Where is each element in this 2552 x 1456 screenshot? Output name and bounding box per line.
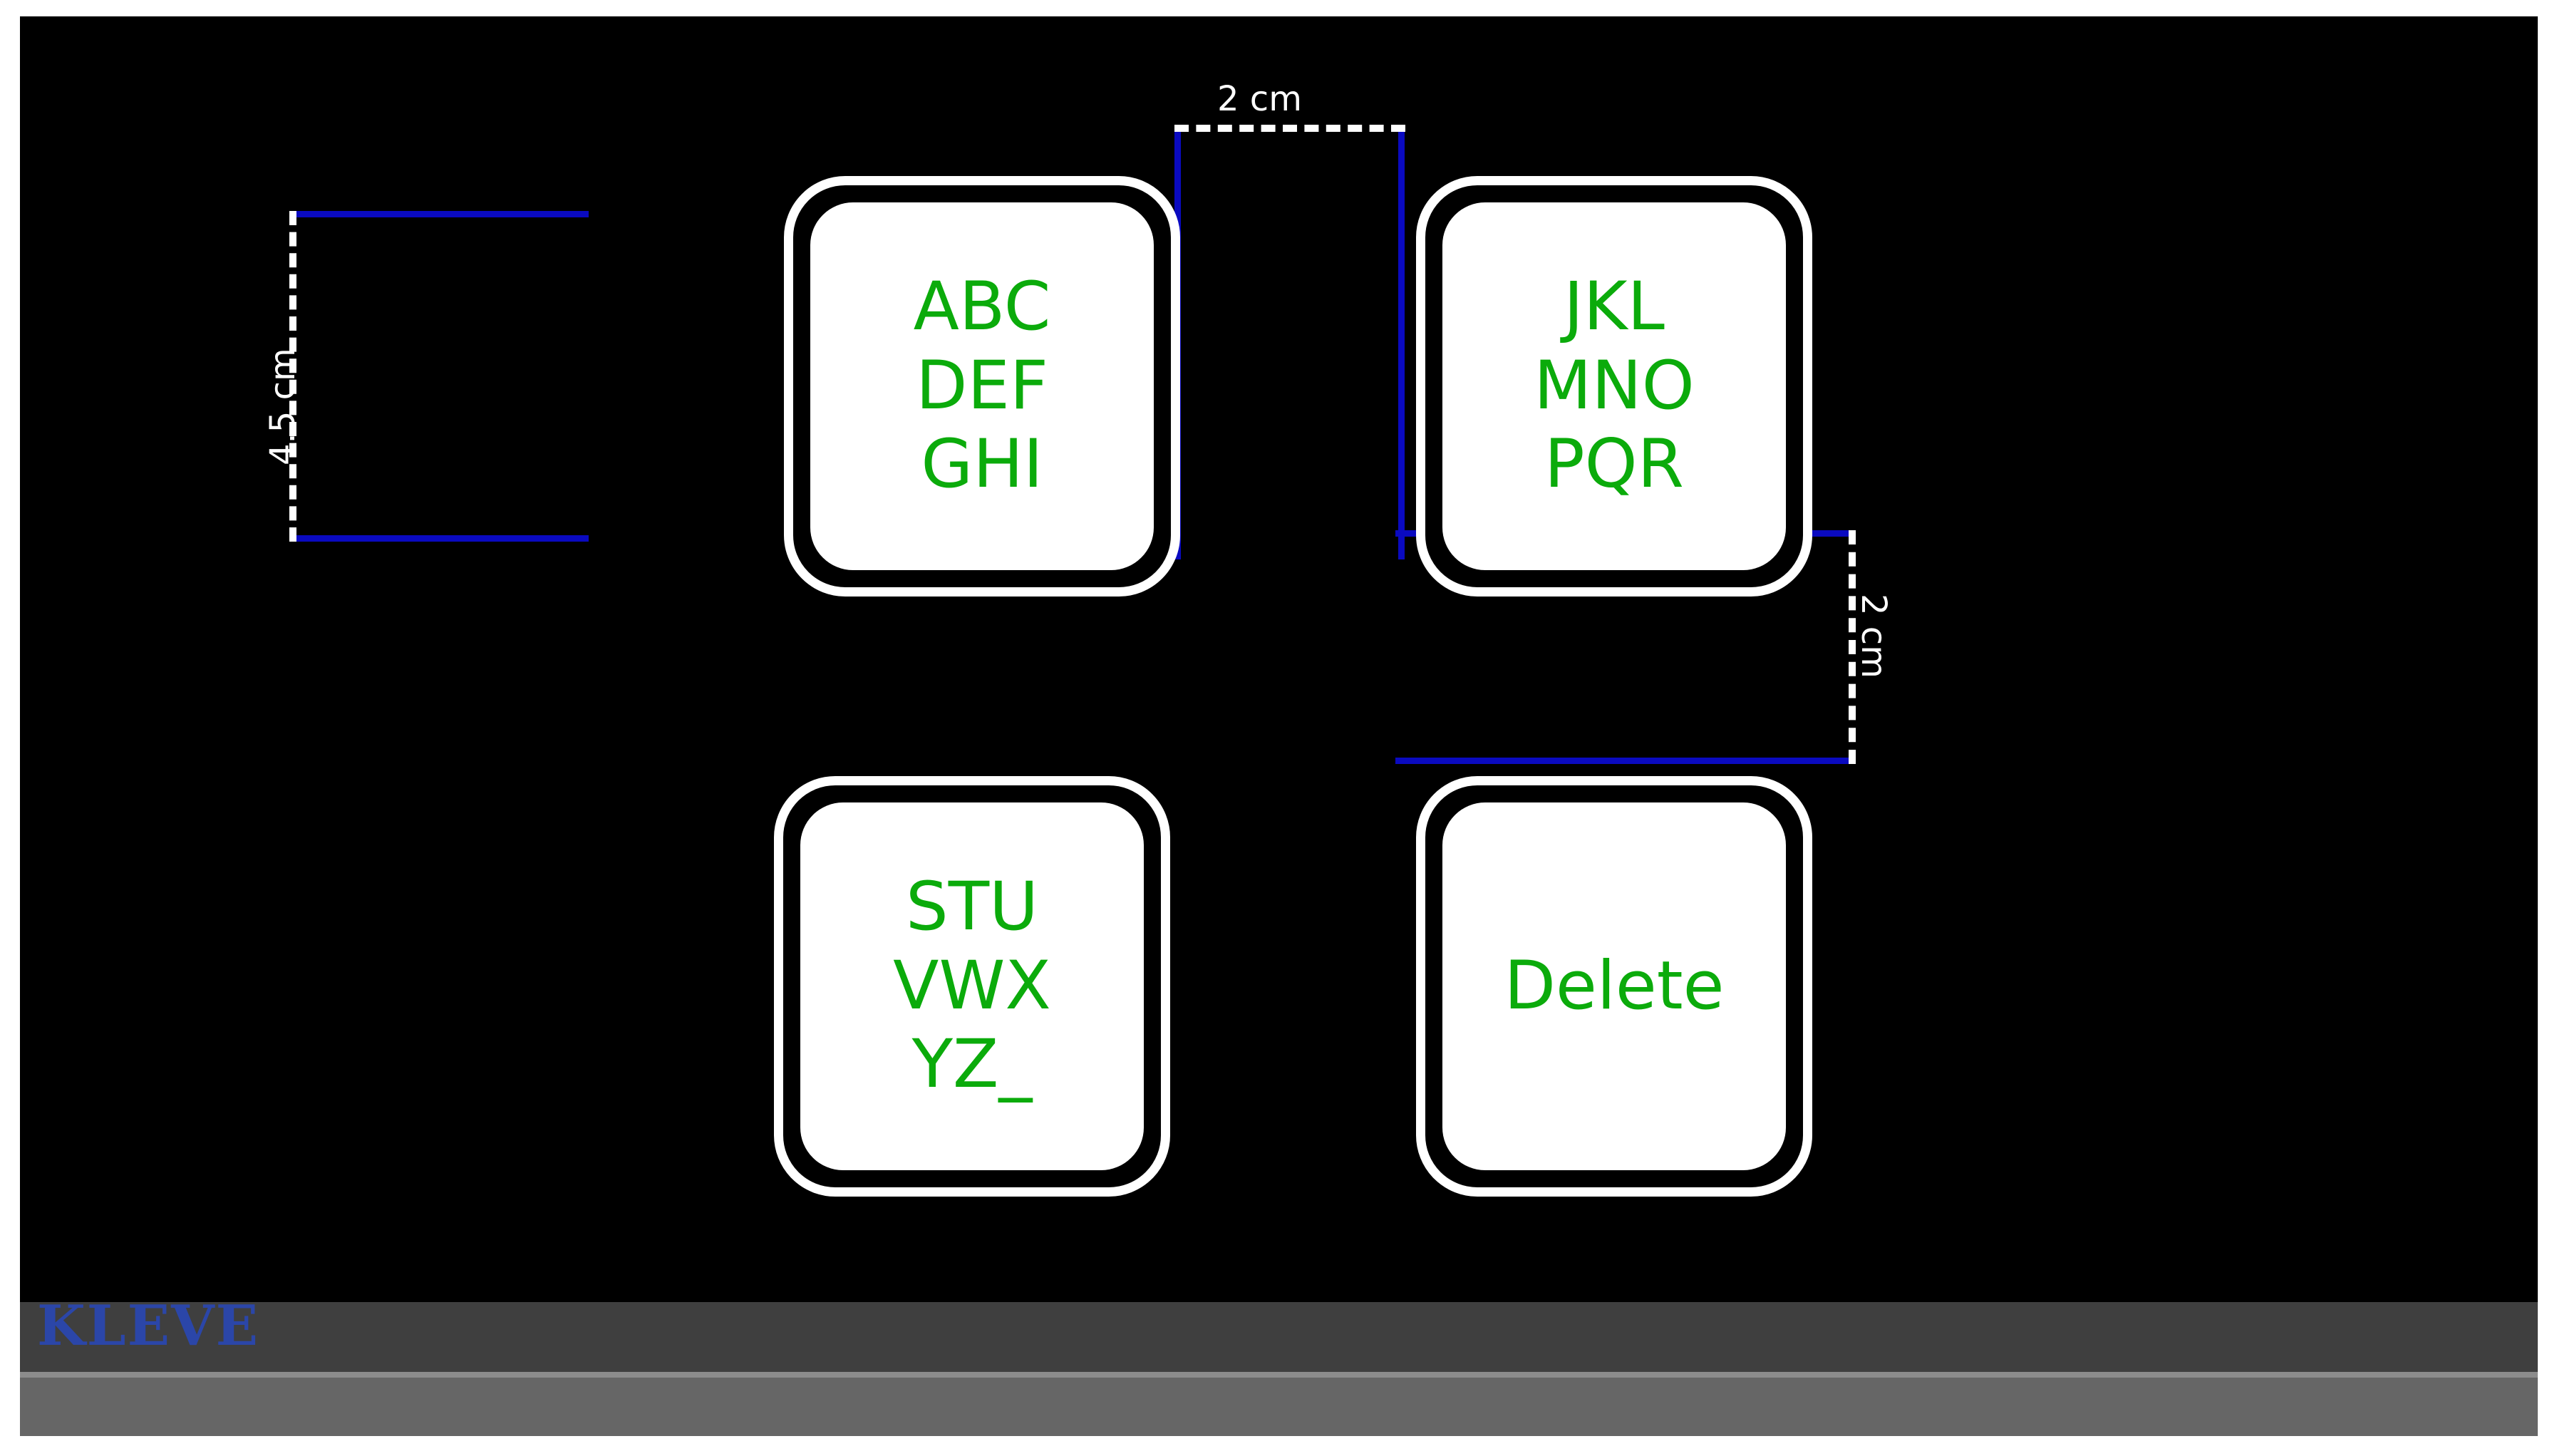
key-abc-def-ghi[interactable]: ABC DEF GHI — [784, 176, 1180, 597]
brand-label: KLEVE — [37, 1294, 260, 1358]
key-label-line-1: JKL — [1564, 267, 1665, 346]
dimension-line-right-gap — [1849, 530, 1856, 764]
statusbar-dark — [20, 1302, 2538, 1372]
key-label-line-1: STU — [906, 867, 1038, 946]
statusbar-light — [20, 1378, 2538, 1436]
extension-line-top-gap-right — [1398, 125, 1405, 559]
statusbar-separator — [20, 1372, 2538, 1378]
extension-line-key-height-bottom — [289, 535, 589, 542]
key-face: STU VWX YZ_ — [800, 802, 1144, 1170]
key-label-line-2: DEF — [916, 346, 1048, 425]
key-label-line-3: YZ_ — [911, 1026, 1033, 1104]
key-face: Delete — [1442, 802, 1786, 1170]
key-label-line-1: ABC — [913, 267, 1051, 346]
key-label-line-3: PQR — [1544, 425, 1684, 504]
extension-line-right-gap-bottom — [1395, 758, 1855, 764]
key-label-line-1: Delete — [1504, 946, 1725, 1025]
key-label-line-2: VWX — [893, 946, 1051, 1025]
extension-line-key-height-top — [289, 211, 589, 217]
key-jkl-mno-pqr[interactable]: JKL MNO PQR — [1416, 176, 1812, 597]
dimension-label-right-gap: 2 cm — [1854, 594, 1894, 678]
dimension-line-top-gap — [1174, 125, 1405, 132]
dimension-label-top-gap: 2 cm — [1217, 79, 1302, 119]
dimension-label-key-height: 4.5 cm — [263, 348, 303, 465]
dimension-line-key-height — [289, 211, 296, 542]
key-delete[interactable]: Delete — [1416, 776, 1812, 1197]
drawing-canvas: 2 cm 4.5 cm 2 cm ABC DEF GHI JKL MNO PQR — [20, 16, 2538, 1302]
key-label-line-3: GHI — [921, 425, 1043, 504]
key-stu-vwx-yz[interactable]: STU VWX YZ_ — [774, 776, 1170, 1197]
key-face: ABC DEF GHI — [810, 202, 1154, 570]
key-face: JKL MNO PQR — [1442, 202, 1786, 570]
key-label-line-2: MNO — [1534, 346, 1695, 425]
